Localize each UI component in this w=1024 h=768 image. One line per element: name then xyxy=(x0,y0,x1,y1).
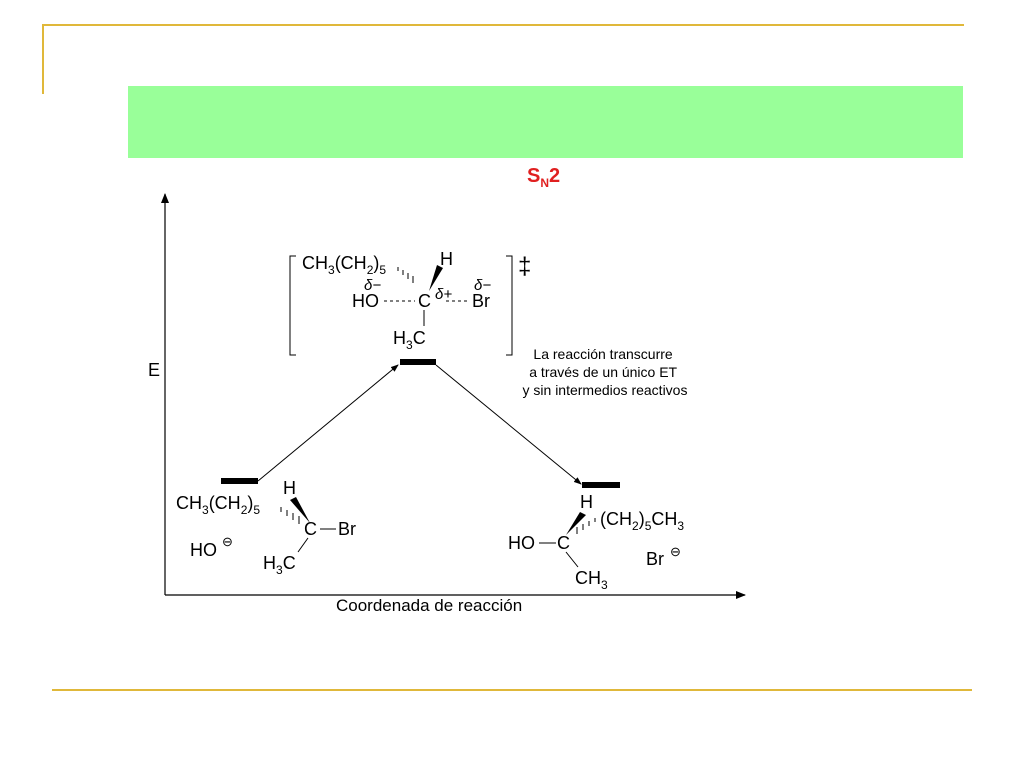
slide-title: SN2 xyxy=(527,165,561,190)
energy-axis-label: E xyxy=(148,360,160,380)
ts-ho: HO xyxy=(352,291,379,311)
ts-hash-bond xyxy=(397,267,414,283)
reactant-carbon: C xyxy=(304,519,317,539)
ts-delta-plus: δ+ xyxy=(435,286,452,303)
ts-note: La reacción transcurre a través de un ún… xyxy=(523,346,688,398)
ts-symbol: ‡ xyxy=(518,253,531,280)
product-ho: HO xyxy=(508,533,535,553)
ts-bracket-right xyxy=(506,255,513,356)
ts-delta-minus-ho: δ− xyxy=(364,277,381,294)
product-wedge-bond xyxy=(566,512,586,535)
reactant-nucleophile: HO xyxy=(190,540,217,560)
reaction-axis-label: Coordenada de reacción xyxy=(336,596,522,615)
bottom-accent-line xyxy=(52,689,972,691)
product-carbon: C xyxy=(557,533,570,553)
product-charge: ⊖ xyxy=(670,544,681,559)
ts-chain: CH3(CH2)5 xyxy=(302,253,386,277)
product-h: H xyxy=(580,492,593,512)
product-hash-bond xyxy=(576,518,596,534)
ts-bracket-left xyxy=(289,255,296,356)
reactant-hash-bond xyxy=(280,507,300,524)
left-accent-line xyxy=(42,24,44,94)
reactant-methyl: H3C xyxy=(263,553,296,577)
product-chain: (CH2)5CH3 xyxy=(600,509,684,533)
ts-h: H xyxy=(440,249,453,269)
ts-wedge-bond xyxy=(429,265,443,291)
ts-delta-minus-br: δ− xyxy=(474,277,491,294)
product-methyl-bond xyxy=(565,551,579,568)
reactant-charge: ⊖ xyxy=(222,534,233,549)
ts-carbon: C xyxy=(418,291,431,311)
rise-arrow xyxy=(257,364,399,482)
title-band xyxy=(128,86,963,158)
ts-level xyxy=(400,359,436,365)
product-leaving-group: Br xyxy=(646,549,664,569)
reactant-wedge-bond xyxy=(290,497,310,523)
product-level xyxy=(582,482,620,488)
reactant-level xyxy=(221,478,258,484)
ts-methyl: H3C xyxy=(393,328,426,352)
fall-arrow xyxy=(435,364,582,485)
top-accent-line xyxy=(42,24,964,26)
reactant-methyl-bond xyxy=(297,537,309,553)
reactant-chain: CH3(CH2)5 xyxy=(176,493,260,517)
reactant-br: Br xyxy=(338,519,356,539)
ts-br: Br xyxy=(472,291,490,311)
reactant-h: H xyxy=(283,478,296,498)
product-methyl: CH3 xyxy=(575,568,608,592)
